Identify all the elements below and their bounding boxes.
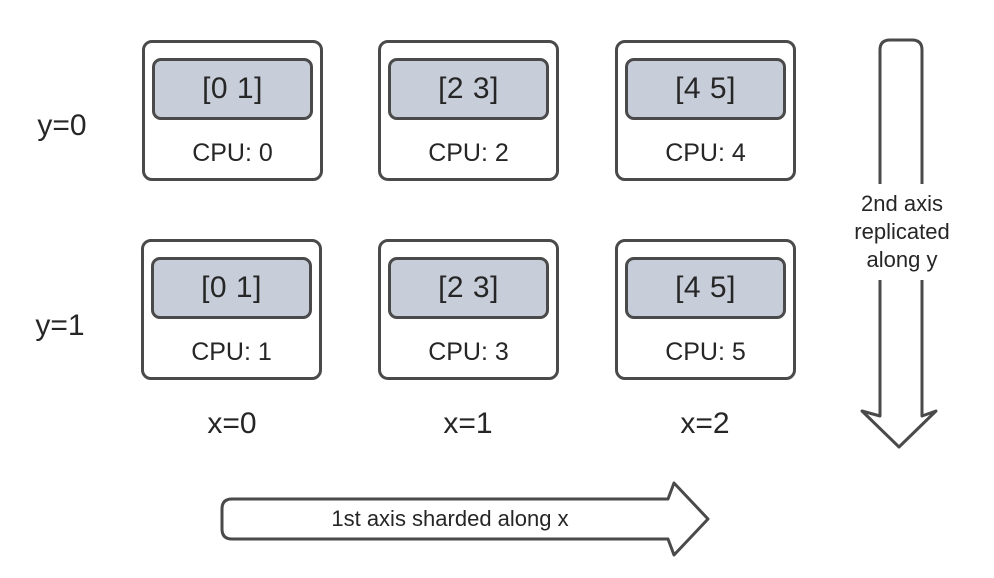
row-label-y1: y=1 (35, 309, 85, 342)
cpu-label: CPU: 4 (665, 139, 746, 167)
device-box-y1-x1: [2 3] CPU: 3 (378, 239, 559, 380)
down-arrow-label: 2nd axis replicated along y (843, 184, 961, 280)
cpu-label: CPU: 5 (665, 338, 746, 366)
device-box-y1-x0: [0 1] CPU: 1 (141, 239, 322, 380)
shard-value: [2 3] (388, 257, 549, 319)
device-box-y0-x2: [4 5] CPU: 4 (615, 40, 796, 181)
cpu-label: CPU: 2 (428, 139, 509, 167)
shard-value: [0 1] (151, 257, 312, 319)
shard-value: [4 5] (625, 257, 786, 319)
col-label-x2: x=2 (680, 407, 730, 440)
col-label-x0: x=0 (207, 407, 257, 440)
device-box-y0-x1: [2 3] CPU: 2 (378, 40, 559, 181)
right-arrow-icon (220, 481, 710, 557)
device-box-y0-x0: [0 1] CPU: 0 (142, 40, 323, 181)
right-arrow-label: 1st axis sharded along x (331, 506, 569, 531)
cpu-label: CPU: 0 (192, 139, 273, 167)
cpu-label: CPU: 3 (428, 338, 509, 366)
cpu-label: CPU: 1 (191, 338, 272, 366)
shard-value: [4 5] (625, 58, 786, 120)
row-label-y0: y=0 (37, 109, 87, 142)
device-box-y1-x2: [4 5] CPU: 5 (615, 239, 796, 380)
col-label-x1: x=1 (443, 407, 493, 440)
shard-value: [2 3] (388, 58, 549, 120)
shard-value: [0 1] (152, 58, 313, 120)
